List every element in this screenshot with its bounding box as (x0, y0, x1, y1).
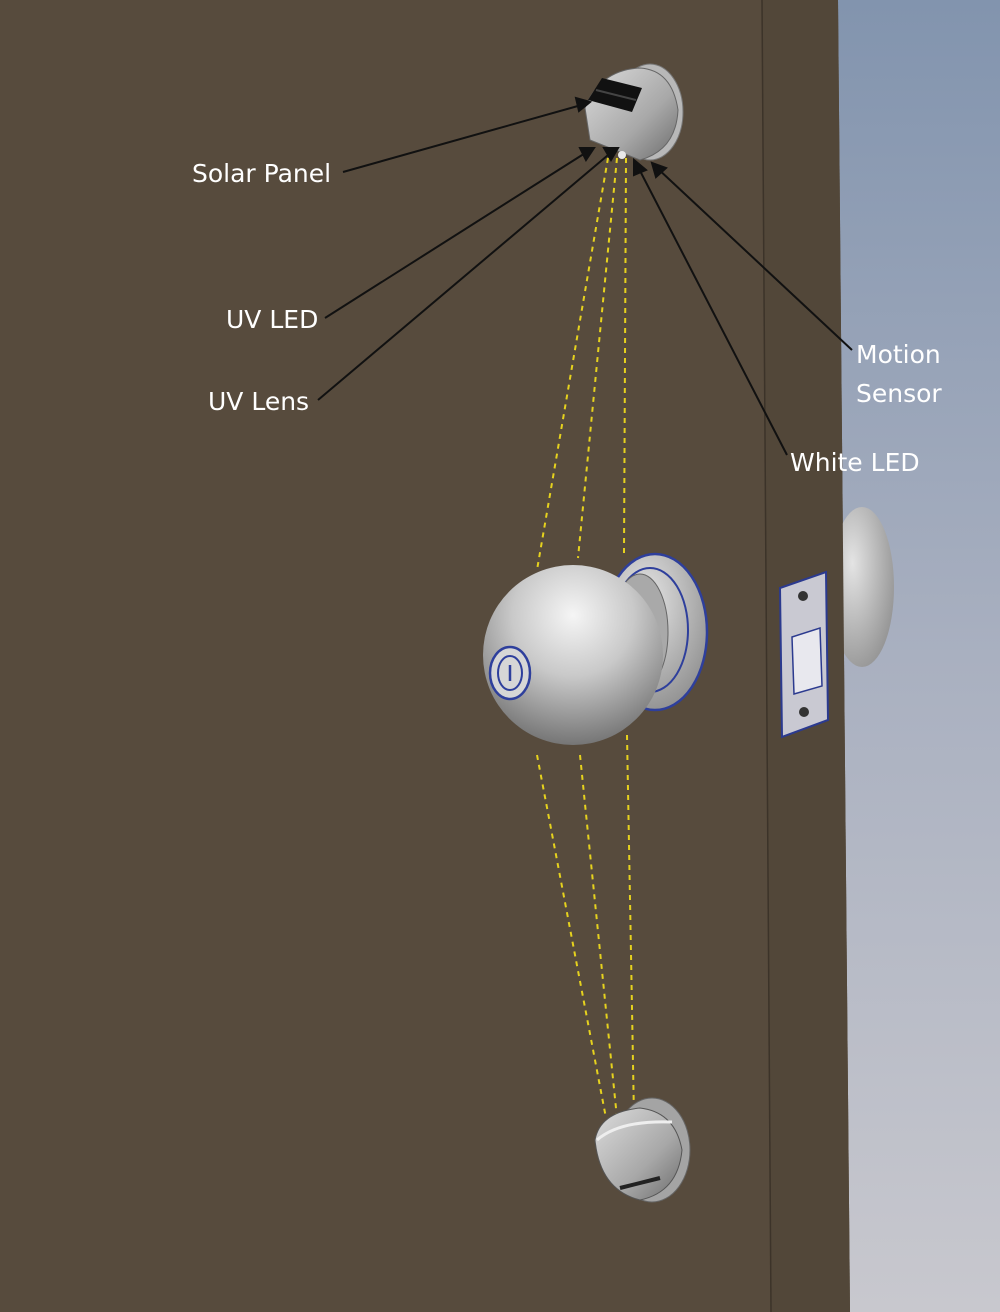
label-motion-sensor: Motion Sensor (856, 335, 942, 413)
bottom-sensor-module (594, 1097, 691, 1203)
keyhole (488, 645, 532, 701)
label-uv-lens: UV Lens (208, 387, 310, 416)
white-led-leader (636, 164, 788, 456)
uv-lens-leader (317, 149, 615, 401)
background-sky (838, 0, 1000, 1312)
label-solar-panel: Solar Panel (192, 159, 332, 188)
solar-panel-leader (342, 103, 586, 173)
uv-led-arrowhead (578, 147, 596, 162)
label-white-led: White LED (790, 448, 920, 477)
solar-panel-arrowhead (574, 96, 593, 113)
white-led-arrowhead (633, 157, 648, 177)
door-knob (483, 552, 709, 745)
label-motion-sensor-line2: Sensor (856, 379, 942, 408)
led-element (618, 151, 626, 159)
label-motion-sensor-line1: Motion (856, 340, 941, 369)
far-side-knob (830, 507, 894, 667)
light-beams (536, 157, 635, 1119)
uv-lens-arrowhead (602, 147, 620, 162)
door-edge-line (761, 0, 772, 1312)
top-sensor-module (584, 63, 684, 161)
uv-led-leader (324, 149, 591, 319)
latch-plate (778, 570, 830, 739)
leader-lines (317, 96, 853, 456)
label-uv-led: UV LED (226, 305, 319, 334)
motion-sensor-leader (655, 166, 853, 351)
motion-sensor-arrowhead (650, 161, 668, 179)
